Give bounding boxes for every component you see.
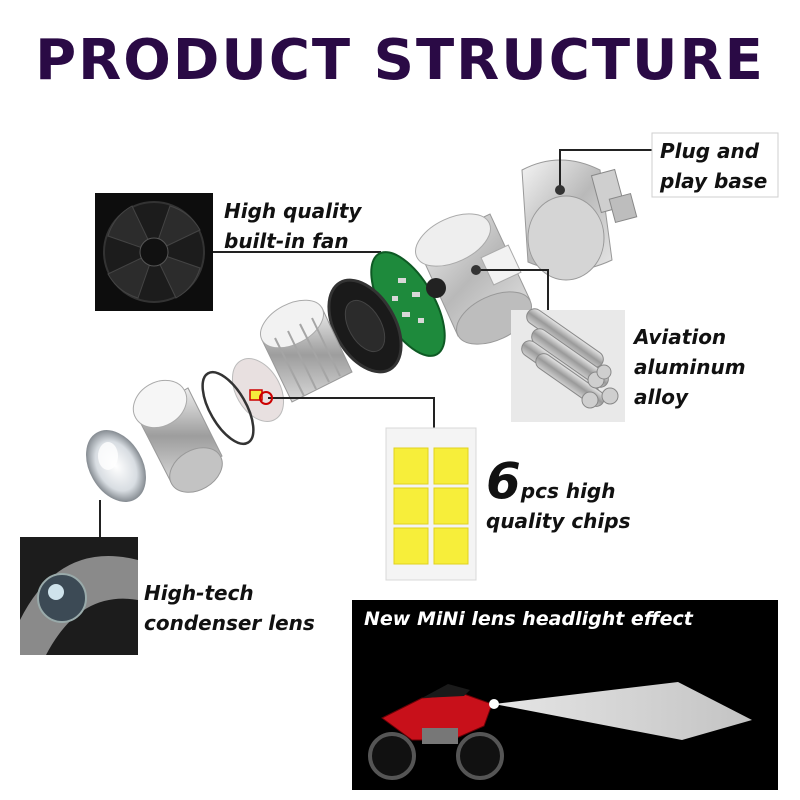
chip-callout-line — [268, 397, 435, 428]
plug-base-label: Plug and play base — [660, 139, 768, 193]
aluminum-label: Aviation aluminum alloy — [634, 325, 746, 409]
plug-callout-line — [559, 149, 652, 188]
chips-count: 6 — [486, 452, 521, 510]
condenser-lens-icon — [20, 537, 138, 655]
shell-callout-line — [476, 269, 549, 310]
lens-dome — [86, 430, 146, 502]
chip-callout-marker — [259, 391, 273, 405]
page-title: PRODUCT STRUCTURE — [35, 28, 765, 93]
fan-ring — [327, 278, 403, 374]
front-ring — [132, 379, 223, 493]
light-beam — [494, 682, 752, 740]
lens-label: High-tech condenser lens — [144, 581, 315, 635]
plug-callout-dot — [555, 185, 565, 195]
effect-title: New MiNi lens headlight effect — [364, 608, 693, 630]
headlight-effect-panel: New MiNi lens headlight effect — [352, 600, 778, 790]
plug-label-box — [651, 132, 779, 198]
plug-base — [521, 159, 638, 281]
motorcycle-icon — [368, 684, 504, 780]
o-ring — [201, 370, 255, 446]
fan-icon — [95, 193, 213, 311]
aluminum-rods-icon — [511, 308, 625, 422]
fan-label: High quality built-in fan — [224, 199, 362, 253]
led-board — [231, 358, 285, 422]
motorcycle-scene — [368, 682, 752, 780]
led-chip-icon — [385, 427, 477, 581]
circuit-board — [370, 251, 446, 357]
shell-callout-dot — [471, 265, 481, 275]
chips-label: 6pcs high quality chips — [486, 452, 631, 533]
heat-sink — [260, 299, 353, 403]
aluminum-shell — [415, 213, 532, 345]
